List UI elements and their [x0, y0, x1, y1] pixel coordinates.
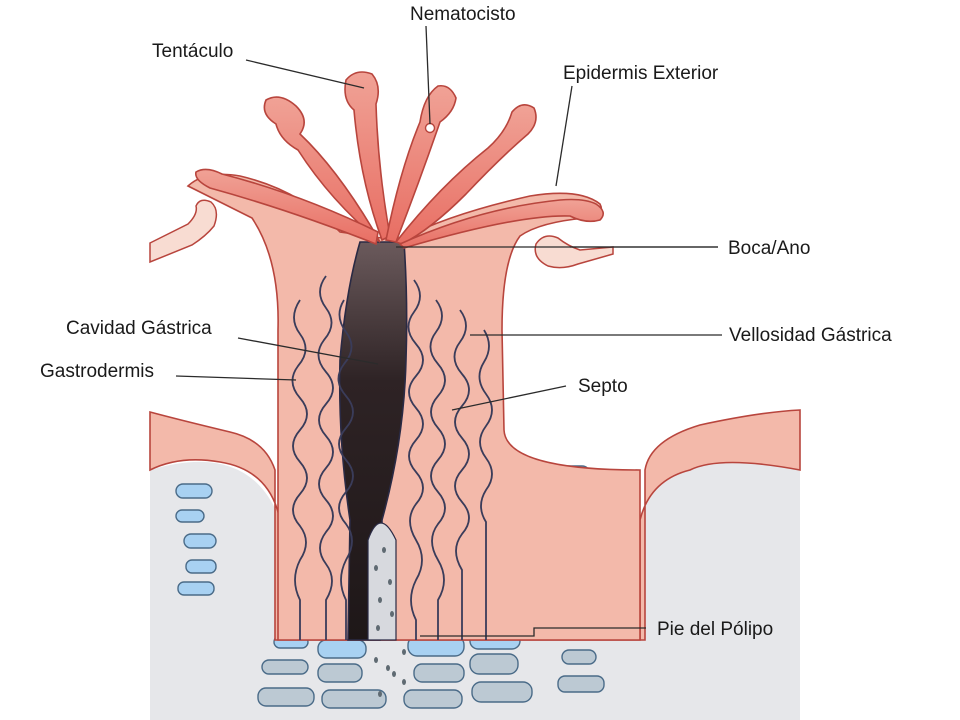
- label-pie: Pie del Pólipo: [657, 619, 773, 640]
- label-nematocisto: Nematocisto: [410, 4, 516, 25]
- label-epidermis: Epidermis Exterior: [563, 63, 719, 84]
- tentacles: [194, 71, 604, 249]
- polyp-body: [149, 173, 801, 697]
- label-gastrodermis: Gastrodermis: [40, 361, 154, 382]
- leader-lines: [175, 25, 722, 637]
- label-tentaculo: Tentáculo: [152, 41, 233, 62]
- label-vellosidad: Vellosidad Gástrica: [729, 325, 892, 346]
- labels: Nematocisto Tentáculo Epidermis Exterior…: [40, 4, 892, 640]
- label-boca: Boca/Ano: [728, 238, 810, 259]
- label-septo: Septo: [578, 376, 628, 397]
- septa: [291, 275, 493, 640]
- neighbor-tentacles: [149, 199, 614, 269]
- cavity-particles: [374, 547, 406, 697]
- label-cavidad: Cavidad Gástrica: [66, 318, 212, 339]
